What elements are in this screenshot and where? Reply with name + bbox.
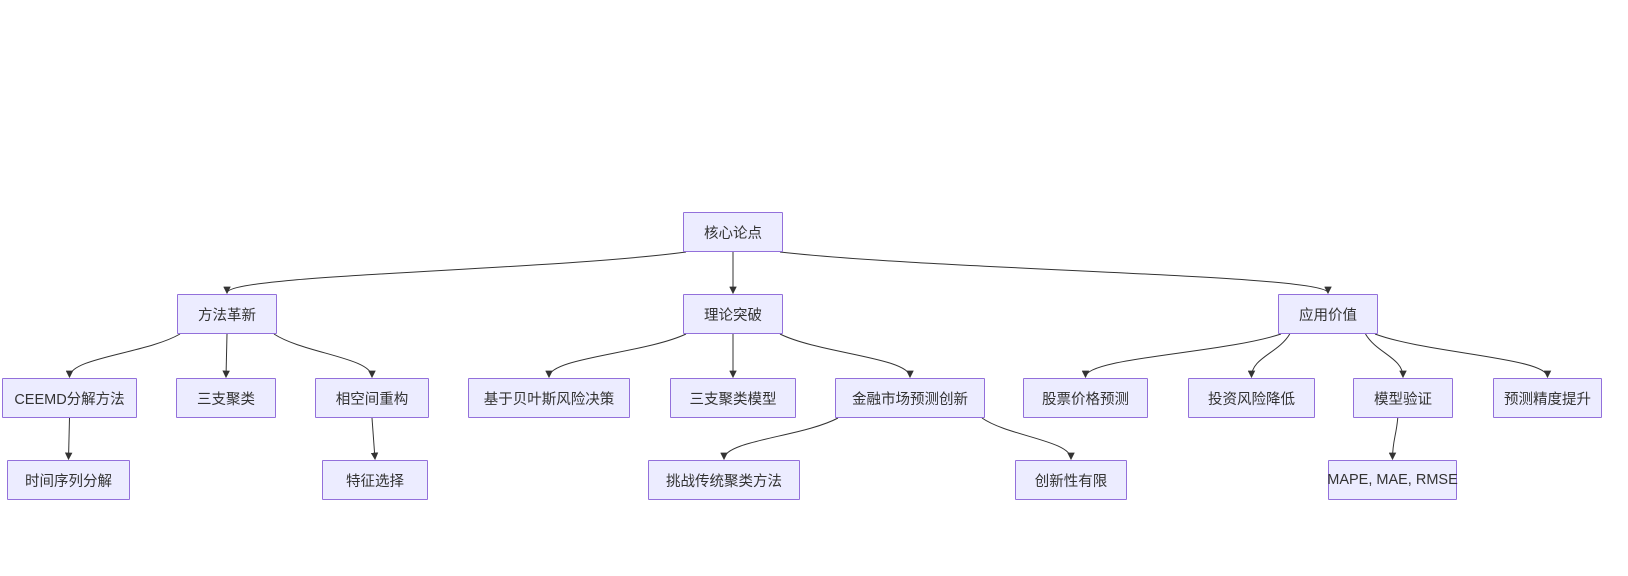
node-chall: 挑战传统聚类方法 <box>648 460 800 500</box>
edge-root-m <box>223 251 687 295</box>
edge-a-valid <box>1365 333 1407 379</box>
node-stock: 股票价格预测 <box>1023 378 1148 418</box>
node-t: 理论突破 <box>683 294 783 334</box>
node-root: 核心论点 <box>683 212 783 252</box>
edge-t-bayes <box>545 333 687 379</box>
node-a: 应用价值 <box>1278 294 1378 334</box>
node-xk: 相空间重构 <box>315 378 429 418</box>
edge-fin-innov <box>981 417 1075 461</box>
edge-fin-chall <box>720 417 839 461</box>
node-mape: MAPE, MAE, RMSE <box>1327 460 1458 500</box>
node-feat: 特征选择 <box>322 460 428 500</box>
node-szm: 三支聚类模型 <box>670 378 796 418</box>
node-acc: 预测精度提升 <box>1493 378 1602 418</box>
node-bayes: 基于贝叶斯风险决策 <box>468 378 630 418</box>
edge-a-acc <box>1374 333 1552 379</box>
node-ts: 时间序列分解 <box>7 460 130 500</box>
node-risk: 投资风险降低 <box>1188 378 1315 418</box>
edge-xk-feat <box>370 417 379 461</box>
node-ceemd: CEEMD分解方法 <box>2 378 137 418</box>
edge-root-a <box>779 251 1332 295</box>
edge-m-ceemd <box>65 333 181 379</box>
edge-a-risk <box>1247 333 1291 379</box>
node-m: 方法革新 <box>177 294 277 334</box>
node-fin: 金融市场预测创新 <box>835 378 985 418</box>
node-sz: 三支聚类 <box>176 378 276 418</box>
edge-ceemd-ts <box>64 417 73 461</box>
edge-a-stock <box>1081 333 1282 379</box>
edge-m-xk <box>273 333 376 379</box>
node-innov: 创新性有限 <box>1015 460 1127 500</box>
node-valid: 模型验证 <box>1353 378 1453 418</box>
edge-t-fin <box>779 333 914 379</box>
edge-valid-mape <box>1388 417 1399 461</box>
edge-m-sz <box>222 333 230 379</box>
